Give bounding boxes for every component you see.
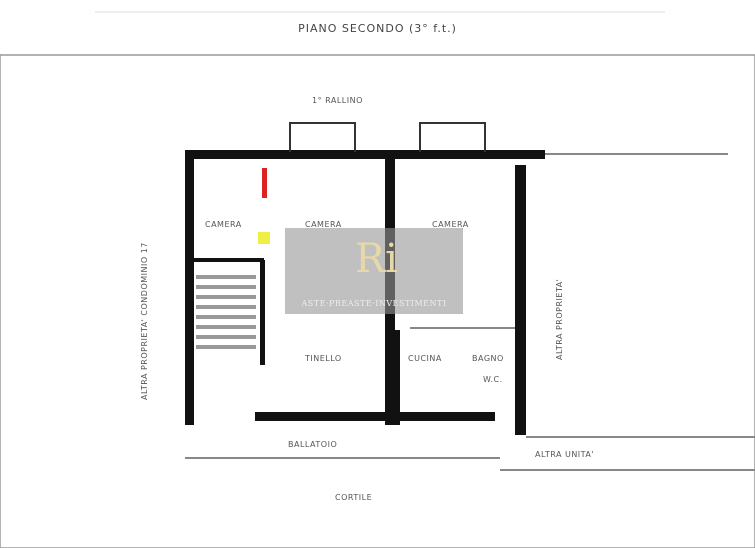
watermark: Ri ASTE·PREASTE·INVESTIMENTI	[285, 228, 463, 314]
label-kitchen: CUCINA	[408, 354, 442, 363]
label-room-left: CAMERA	[205, 220, 242, 229]
label-room-right: CAMERA	[432, 220, 469, 229]
frame	[0, 54, 755, 548]
label-courtyard: CORTILE	[335, 493, 373, 502]
red-marker	[262, 168, 267, 198]
yellow-marker	[258, 232, 270, 244]
label-living: TINELLO	[305, 354, 342, 363]
label-bath: BAGNO	[472, 354, 504, 363]
watermark-text: ASTE·PREASTE·INVESTIMENTI	[301, 299, 447, 308]
plan-title: PIANO SECONDO (3° f.t.)	[298, 22, 457, 35]
label-right-side: ALTRA PROPRIETA'	[555, 278, 564, 360]
label-top: 1° RALLINO	[312, 96, 363, 105]
label-other-unit: ALTRA UNITA'	[535, 450, 595, 459]
label-room-mid: CAMERA	[305, 220, 342, 229]
stairs	[196, 275, 256, 349]
balconies	[289, 122, 486, 152]
label-bath2: W.C.	[483, 375, 503, 384]
label-balcony: BALLATOIO	[288, 440, 338, 449]
label-left-side: ALTRA PROPRIETA' CONDOMINIO 17	[140, 242, 149, 400]
outer-lines	[185, 153, 755, 471]
watermark-logo: Ri	[355, 236, 398, 282]
